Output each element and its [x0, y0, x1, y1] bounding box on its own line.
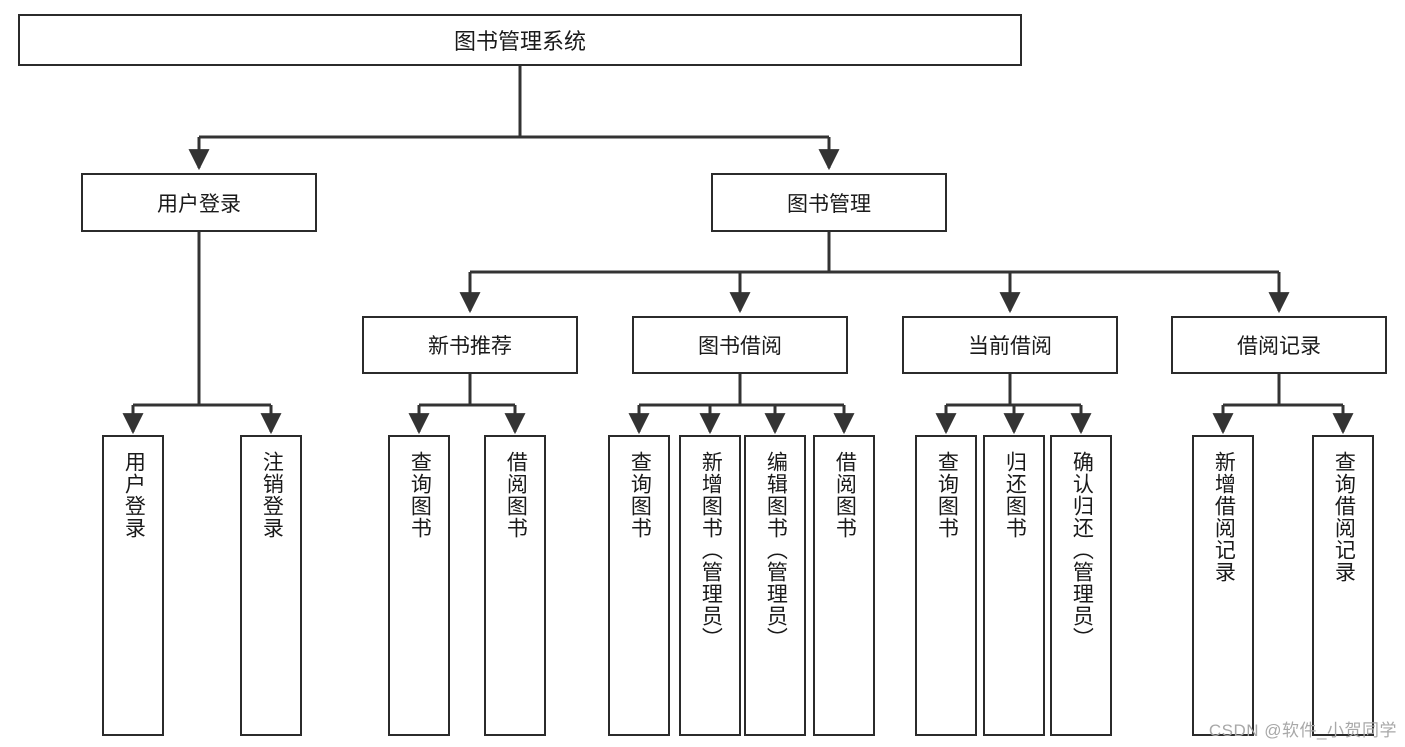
node-label: 查询图书 [935, 451, 959, 539]
node-label: 新书推荐 [428, 335, 512, 358]
leaf-query-book-newbook[interactable]: 查询图书 [388, 435, 450, 736]
node-label: 借阅记录 [1237, 335, 1321, 358]
leaf-add-borrow-record[interactable]: 新增借阅记录 [1192, 435, 1254, 736]
leaf-borrow-book[interactable]: 借阅图书 [813, 435, 875, 736]
leaf-logout[interactable]: 注销登录 [240, 435, 302, 736]
leaf-query-book-current[interactable]: 查询图书 [915, 435, 977, 736]
node-label: 查询图书 [628, 451, 652, 539]
node-label: 编辑图书（管理员） [764, 451, 788, 649]
node-current-borrow[interactable]: 当前借阅 [902, 316, 1118, 374]
node-label: 新增借阅记录 [1212, 451, 1236, 583]
leaf-query-book-borrow[interactable]: 查询图书 [608, 435, 670, 736]
node-borrow-records[interactable]: 借阅记录 [1171, 316, 1387, 374]
node-label: 用户登录 [157, 192, 241, 216]
node-label: 借阅图书 [833, 451, 857, 539]
node-user-login[interactable]: 用户登录 [81, 173, 317, 232]
node-book-borrow[interactable]: 图书借阅 [632, 316, 848, 374]
node-label: 用户登录 [122, 451, 146, 539]
node-label: 归还图书 [1003, 451, 1027, 539]
node-label: 借阅图书 [504, 451, 528, 539]
node-book-management[interactable]: 图书管理 [711, 173, 947, 232]
node-label: 确认归还（管理员） [1070, 451, 1094, 649]
node-new-book-recommend[interactable]: 新书推荐 [362, 316, 578, 374]
leaf-borrow-book-newbook[interactable]: 借阅图书 [484, 435, 546, 736]
node-root-system[interactable]: 图书管理系统 [18, 14, 1022, 66]
node-label: 图书管理 [787, 192, 871, 216]
leaf-user-login[interactable]: 用户登录 [102, 435, 164, 736]
node-label: 当前借阅 [968, 335, 1052, 358]
node-label: 查询借阅记录 [1332, 451, 1356, 583]
node-label: 图书借阅 [698, 335, 782, 358]
node-label: 查询图书 [408, 451, 432, 539]
leaf-edit-book-admin[interactable]: 编辑图书（管理员） [744, 435, 806, 736]
leaf-add-book-admin[interactable]: 新增图书（管理员） [679, 435, 741, 736]
leaf-query-borrow-record[interactable]: 查询借阅记录 [1312, 435, 1374, 736]
node-label: 新增图书（管理员） [699, 451, 723, 649]
node-label: 注销登录 [260, 451, 284, 539]
leaf-return-book[interactable]: 归还图书 [983, 435, 1045, 736]
node-label: 图书管理系统 [453, 29, 586, 54]
leaf-confirm-return-admin[interactable]: 确认归还（管理员） [1050, 435, 1112, 736]
